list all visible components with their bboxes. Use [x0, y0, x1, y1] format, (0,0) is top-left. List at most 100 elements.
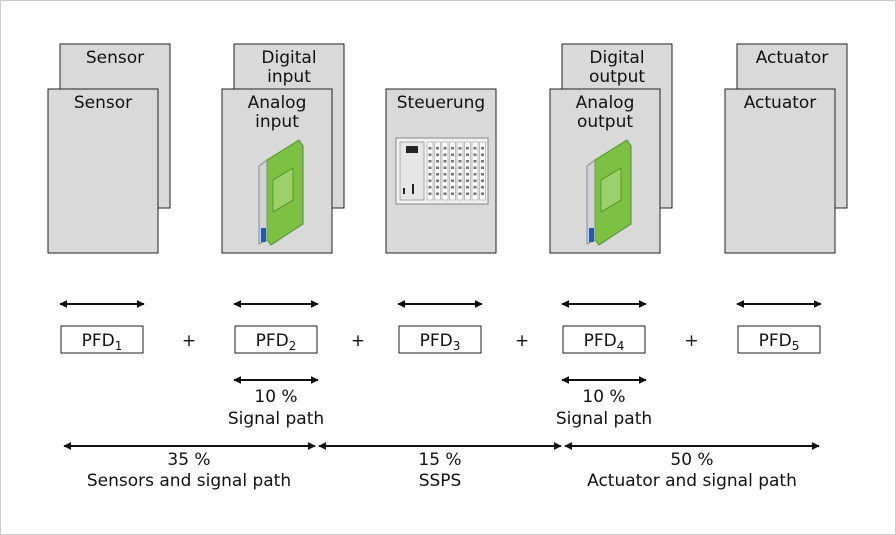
pfd-subscript: 4	[617, 339, 625, 353]
plc-terminal	[466, 186, 469, 189]
plc-terminal	[451, 147, 454, 150]
plc-terminal	[481, 186, 484, 189]
signal-path-label: Signal path	[556, 409, 652, 429]
pfd-base: PFD	[420, 331, 453, 351]
plc-terminal	[436, 192, 439, 195]
pfd-box	[234, 325, 318, 354]
front-box-label: output	[577, 112, 633, 132]
total-percent: 50 %	[670, 450, 713, 470]
plus-operator: +	[515, 331, 529, 351]
plc-terminal	[436, 153, 439, 156]
plc-io-slot	[426, 141, 434, 201]
pfd-base: PFD	[256, 331, 289, 351]
back-box-label: Sensor	[86, 48, 144, 68]
signal-path-label: Signal path	[228, 409, 324, 429]
plc-terminal	[473, 173, 477, 176]
module-face	[600, 167, 622, 213]
plc-indicator	[412, 184, 414, 194]
plc-terminal	[458, 147, 462, 150]
back-box-label: output	[589, 67, 645, 87]
plc-terminal	[451, 160, 454, 163]
plc-terminal	[458, 192, 462, 195]
plc-terminal	[436, 147, 439, 150]
front-box	[47, 88, 159, 254]
plc-terminal	[481, 166, 484, 169]
plc-terminal	[436, 179, 439, 182]
plc-terminal	[443, 179, 447, 182]
plc-terminal	[428, 166, 432, 169]
total-percent: 15 %	[418, 450, 461, 470]
plc-io-slot	[479, 141, 486, 201]
plc-terminal	[443, 147, 447, 150]
pfd-label: PFD1	[82, 331, 123, 353]
plc-terminal	[451, 153, 454, 156]
plc-terminal	[428, 147, 432, 150]
plc-io-slot	[441, 141, 449, 201]
plc-controller-icon	[395, 137, 489, 205]
plc-terminal	[436, 166, 439, 169]
pfd-subscript: 2	[289, 339, 297, 353]
total-label: SSPS	[419, 471, 462, 491]
front-box-label: Steuerung	[397, 93, 485, 113]
plc-terminal	[436, 160, 439, 163]
plc-display	[406, 146, 418, 153]
plc-terminal	[428, 186, 432, 189]
plc-terminal	[473, 192, 477, 195]
plc-terminal	[466, 147, 469, 150]
plus-operator: +	[182, 331, 196, 351]
plc-terminal	[443, 192, 447, 195]
pfd-base: PFD	[759, 331, 792, 351]
pfd-label: PFD3	[420, 331, 461, 353]
plc-terminal	[466, 173, 469, 176]
plc-io-slot	[434, 141, 441, 201]
back-box-label: Digital	[589, 48, 644, 68]
front-box-label: Sensor	[74, 93, 132, 113]
module-face	[272, 167, 294, 213]
plc-terminal	[473, 179, 477, 182]
plc-terminal	[473, 160, 477, 163]
module-side	[258, 159, 268, 245]
plc-terminal	[473, 153, 477, 156]
green-module-icon	[586, 139, 632, 246]
plc-io-slot	[471, 141, 479, 201]
pfd-box	[398, 325, 482, 354]
plc-terminal	[473, 147, 477, 150]
pfd-label: PFD4	[584, 331, 625, 353]
plc-terminal	[451, 186, 454, 189]
plc-terminal	[428, 153, 432, 156]
back-box-label: Digital	[261, 48, 316, 68]
plc-terminal	[466, 166, 469, 169]
front-box	[724, 88, 836, 254]
plc-terminal	[451, 166, 454, 169]
plc-io-slot	[456, 141, 464, 201]
pfd-subscript: 3	[453, 339, 461, 353]
plc-terminal	[436, 173, 439, 176]
plc-terminal	[466, 179, 469, 182]
plc-terminal	[458, 166, 462, 169]
module-side	[586, 159, 596, 245]
total-label: Actuator and signal path	[587, 471, 797, 491]
plc-terminal	[458, 186, 462, 189]
back-box-label: input	[267, 67, 311, 87]
plc-terminal	[443, 186, 447, 189]
plc-terminal	[466, 192, 469, 195]
pfd-base: PFD	[584, 331, 617, 351]
plc-terminal	[458, 179, 462, 182]
module-connector	[261, 228, 266, 242]
pfd-box	[562, 325, 646, 354]
module-connector	[589, 228, 594, 242]
plus-operator: +	[684, 331, 698, 351]
plc-terminal	[481, 173, 484, 176]
plus-operator: +	[351, 331, 365, 351]
plc-terminal	[481, 179, 484, 182]
plc-terminal	[458, 173, 462, 176]
plc-terminal	[451, 179, 454, 182]
plc-terminal	[481, 192, 484, 195]
total-percent: 35 %	[167, 450, 210, 470]
plc-terminal	[443, 166, 447, 169]
